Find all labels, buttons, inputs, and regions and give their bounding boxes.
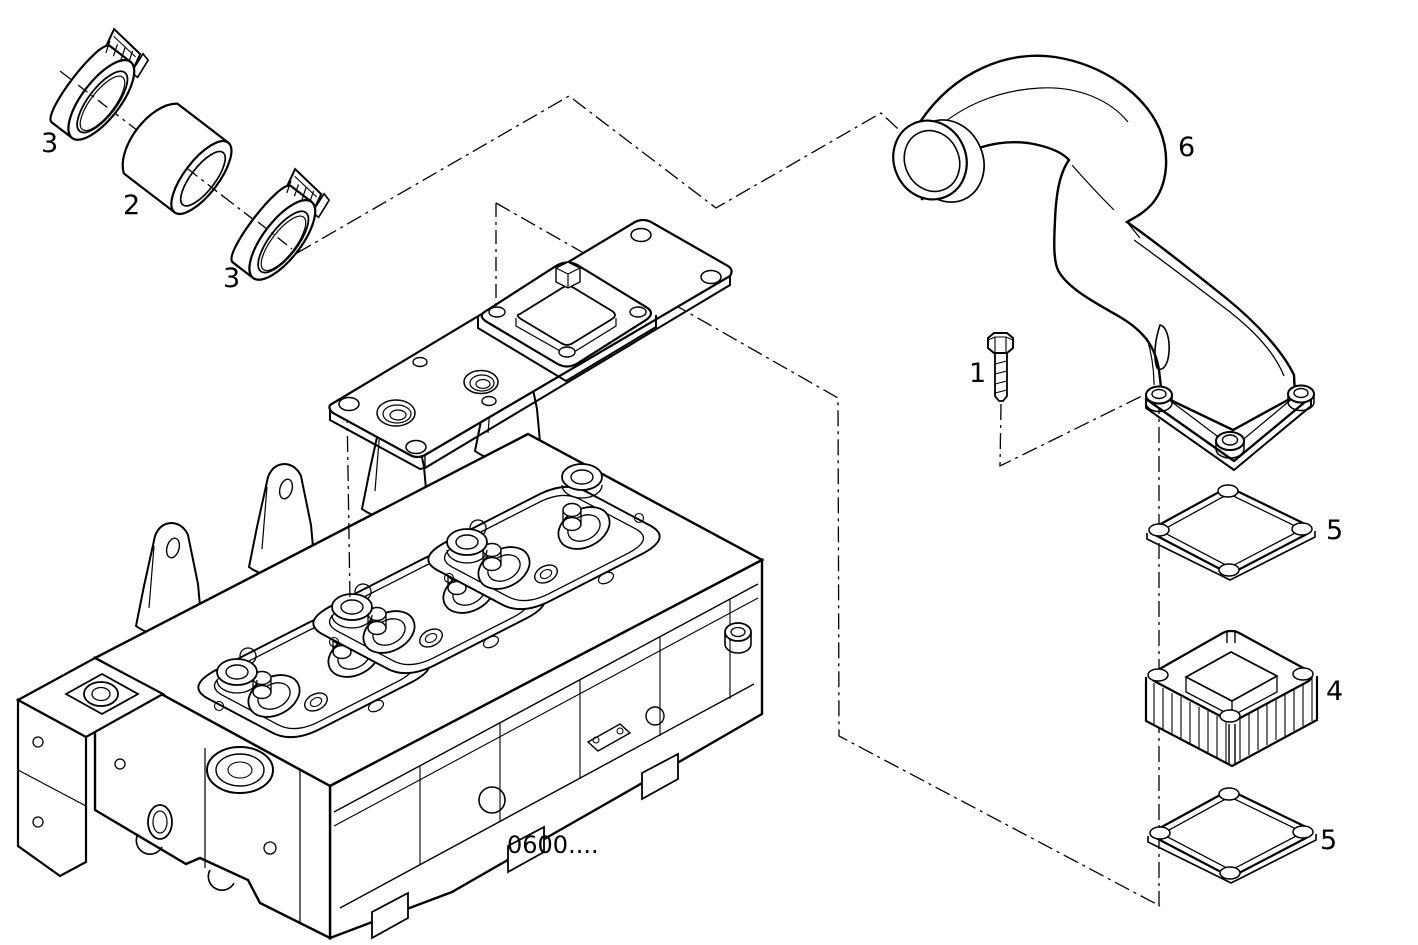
callout-gasket-lower: 5	[1320, 825, 1337, 856]
callout-labels: 3 2 3 1 6 5 4 5 0600....	[41, 128, 1343, 859]
centerline-plate-to-head	[346, 406, 351, 601]
heater-spacer	[1144, 629, 1319, 768]
callout-clamp-upper: 3	[41, 128, 58, 159]
centerline-zigzag-pipe	[296, 95, 912, 254]
gasket-upper	[1145, 483, 1317, 582]
cylinder-head	[15, 347, 765, 940]
gasket-lower	[1146, 786, 1318, 885]
figure-code: 0600....	[507, 831, 599, 859]
centerline-bolt	[999, 391, 1151, 468]
hose-sleeve	[121, 102, 233, 215]
centerline-through-openings	[77, 84, 293, 250]
mounting-bolt	[987, 332, 1014, 402]
cover-plate	[328, 218, 733, 471]
callout-spacer: 4	[1326, 676, 1343, 707]
callout-clamp-lower: 3	[223, 263, 240, 294]
callout-gasket-upper: 5	[1326, 515, 1343, 546]
spacer-fins	[1153, 679, 1313, 763]
callout-bolt: 1	[969, 358, 986, 389]
callout-sleeve: 2	[123, 190, 140, 221]
callout-pipe: 6	[1178, 132, 1195, 163]
hose-clamp-lower	[223, 166, 338, 291]
intake-pipe	[892, 54, 1315, 472]
